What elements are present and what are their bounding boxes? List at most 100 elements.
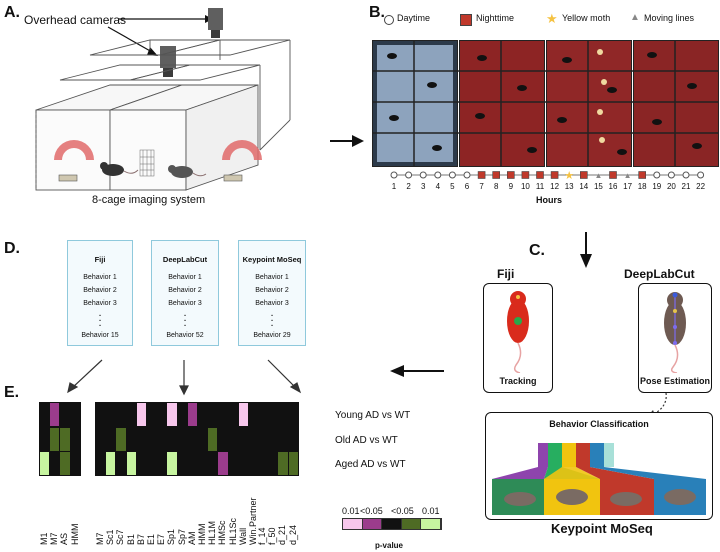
comparison-aged: Aged AD vs WT — [335, 459, 406, 470]
hour-marker-20 — [667, 171, 675, 179]
heatmap-cell — [166, 451, 178, 476]
cage-photo-daytime — [372, 40, 458, 167]
heatmap-cell — [125, 402, 137, 427]
moseq-behavior-1: Behavior 1 — [255, 274, 289, 281]
heatmap-cell — [59, 427, 71, 452]
heatmap-cell — [256, 402, 269, 427]
cage-photo-yellow-moth — [546, 40, 632, 167]
heatmap-cell — [217, 427, 229, 452]
fiji-caption: Tracking — [499, 376, 537, 386]
hour-marker-22 — [697, 171, 705, 179]
hour-marker-14 — [580, 171, 588, 179]
fiji-behavior-2: Behavior 2 — [83, 287, 117, 294]
heatmap-cell — [237, 427, 250, 452]
heatmap-xtick: E1 — [146, 533, 156, 545]
hour-marker-7 — [477, 171, 486, 179]
dlc-box-title: DeepLabCut — [162, 255, 208, 264]
heatmap-xtick: f_50 — [267, 527, 278, 545]
heatmap-cell — [207, 427, 219, 452]
heatmap-cell — [156, 451, 168, 476]
moving-lines-legend-label: Moving lines — [644, 13, 695, 23]
classification-bands — [492, 443, 706, 515]
hour-label-1: 1 — [391, 182, 397, 191]
hour-marker-21 — [682, 171, 690, 179]
heatmap-cell — [145, 427, 158, 452]
legend-tick-4: 0.01 — [422, 506, 440, 516]
heatmap-cell — [135, 402, 148, 427]
hour-marker-11 — [536, 171, 544, 179]
heatmap-cell — [145, 451, 158, 476]
behavior-classification-box: Behavior Classification — [485, 412, 713, 520]
heatmap-xtick: f_14 — [257, 527, 267, 545]
dlc-behavior-3: Behavior 3 — [168, 300, 202, 307]
yellow-moth-marker: ★ — [546, 11, 558, 26]
heatmap-cell — [256, 451, 269, 476]
hour-label-5: 5 — [450, 182, 455, 191]
heatmap-xtick: AM — [186, 531, 197, 546]
heatmap-xtick: M1 — [39, 532, 49, 545]
heatmap-cell — [145, 402, 158, 427]
heatmap-cell — [186, 402, 199, 427]
heatmap-cell — [247, 451, 260, 476]
heatmap-xtick: d_21 — [277, 524, 288, 545]
hour-label-20: 20 — [666, 182, 676, 191]
dlc-caption: Pose Estimation — [639, 376, 711, 386]
dlc-behavior-1: Behavior 1 — [168, 274, 202, 281]
arrow-c-to-d — [390, 365, 444, 377]
imaging-caption: 8-cage imaging system — [92, 194, 206, 206]
hour-marker-18 — [638, 171, 646, 179]
legend-swatch — [343, 519, 363, 529]
nighttime-legend-label: Nighttime — [476, 13, 515, 23]
hour-marker-13: ★ — [564, 170, 574, 182]
heatmap-cell — [256, 427, 269, 452]
panel-b-label: B. — [369, 4, 385, 21]
fiji-behavior-3: Behavior 3 — [83, 300, 117, 307]
heatmap-cell — [49, 427, 61, 452]
legend-tick-3: <0.05 — [391, 506, 414, 516]
heatmap-cell — [105, 427, 117, 452]
p-value-legend: 0.01 <0.05 <0.05 0.01 p-value — [342, 506, 442, 552]
hour-marker-3 — [419, 171, 427, 179]
hour-label-18: 18 — [637, 182, 647, 191]
heatmap-cell — [125, 451, 137, 476]
heatmap-cell — [156, 402, 168, 427]
heatmap-cell — [59, 451, 71, 476]
nighttime-marker — [460, 14, 472, 26]
heatmap-cell — [196, 451, 209, 476]
heatmap-cell — [196, 427, 209, 452]
heatmap-cell — [115, 402, 127, 427]
classification-title: Behavior Classification — [549, 419, 649, 429]
panel-d-label: D. — [4, 240, 20, 257]
heatmap-cell — [94, 427, 107, 452]
moseq-title: Keypoint MoSeq — [551, 521, 653, 536]
hour-marker-8 — [492, 171, 500, 179]
overhead-cameras-label: Overhead cameras — [24, 13, 127, 27]
heatmap-cell — [59, 402, 71, 427]
dlc-ellipsis: ... — [183, 307, 187, 329]
heatmap-cell — [267, 427, 279, 452]
legend-swatch — [382, 519, 402, 529]
heatmap-cell — [176, 402, 188, 427]
hour-marker-10 — [521, 171, 530, 179]
heatmap-cell — [237, 402, 250, 427]
heatmap-cell — [125, 427, 137, 452]
heatmap-cell — [105, 451, 117, 476]
heatmap-cell — [166, 427, 178, 452]
dlc-behavior-last: Behavior 52 — [166, 332, 204, 339]
fiji-behavior-box: Fiji Behavior 1 Behavior 2 Behavior 3 ..… — [67, 240, 133, 346]
fiji-ellipsis: ... — [98, 307, 102, 329]
panel-c-label: C. — [529, 242, 545, 259]
legend-swatch — [401, 519, 422, 529]
moseq-behavior-last: Behavior 29 — [253, 332, 291, 339]
moseq-behavior-2: Behavior 2 — [255, 287, 289, 294]
hour-label-14: 14 — [579, 182, 589, 191]
hour-marker-17: ▲ — [624, 171, 632, 180]
heatmap-cell — [267, 451, 279, 476]
hour-label-21: 21 — [681, 182, 691, 191]
p-value-color-bar — [342, 518, 442, 530]
fiji-title: Fiji — [497, 267, 515, 281]
heatmap-cell — [38, 402, 51, 427]
heatmap-cell — [38, 451, 51, 476]
heatmap-xtick: d_24 — [287, 524, 298, 545]
